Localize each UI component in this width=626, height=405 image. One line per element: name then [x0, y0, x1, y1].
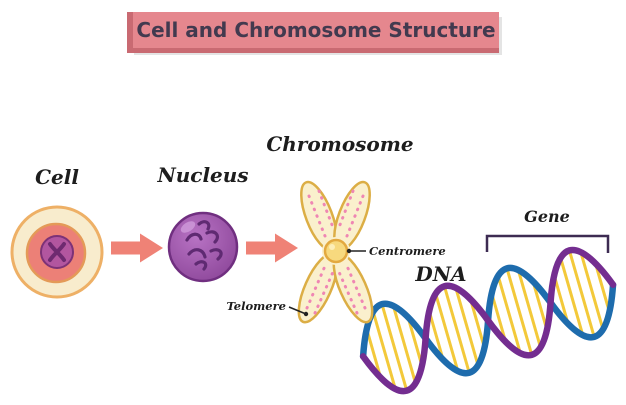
dna-helix: [359, 246, 617, 395]
telomere-label: Telomere: [227, 299, 286, 313]
arrow-right-icon: [246, 233, 298, 263]
chromatin-squiggle: [209, 248, 223, 261]
chromatin-squiggle: [187, 248, 207, 259]
nucleus-illustration: [167, 211, 239, 283]
chromosome-speckles: [305, 189, 367, 315]
centromere-label: Centromere: [369, 244, 446, 258]
telomere-pointer-line: [288, 306, 307, 315]
chromatin-squiggle: [185, 232, 203, 242]
speckle-row: [313, 270, 335, 315]
speckle-row: [307, 194, 327, 238]
speckle-row: [345, 194, 365, 238]
page-title: Cell and Chromosome Structure: [136, 18, 495, 42]
chromosome-label: Chromosome: [266, 132, 413, 156]
dna-strand-purple: [359, 246, 617, 395]
chromatin-squiggle: [194, 260, 208, 271]
speckle-row: [317, 189, 336, 232]
cell-illustration: [10, 205, 104, 299]
telomere-callout: Telomere: [227, 299, 309, 317]
dna-label: DNA: [414, 262, 466, 286]
title-banner: Cell and Chromosome Structure: [127, 12, 502, 55]
speckle-row: [305, 264, 327, 310]
speckle-row: [337, 270, 359, 315]
centromere-circle: [323, 238, 349, 264]
dna-rungs: [365, 250, 611, 392]
banner-face: [133, 12, 499, 48]
cell-chromatin-x: [48, 242, 66, 262]
chromatin-squiggle: [197, 220, 211, 231]
gene-bracket: [485, 234, 610, 253]
arrow-right-icon: [111, 233, 163, 263]
centromere-callout: Centromere: [346, 244, 446, 258]
chromatin-squiggles: [185, 220, 223, 271]
chromatin-squiggle: [205, 230, 219, 244]
gene-label: Gene: [524, 207, 570, 226]
centromere-highlight: [329, 244, 335, 250]
speckle-row: [336, 189, 355, 232]
speckle-row: [345, 264, 367, 310]
nucleus-highlight: [180, 221, 196, 233]
nucleus-label: Nucleus: [156, 163, 248, 187]
cell-label: Cell: [35, 165, 79, 189]
chromosome-illustration: [297, 180, 374, 324]
